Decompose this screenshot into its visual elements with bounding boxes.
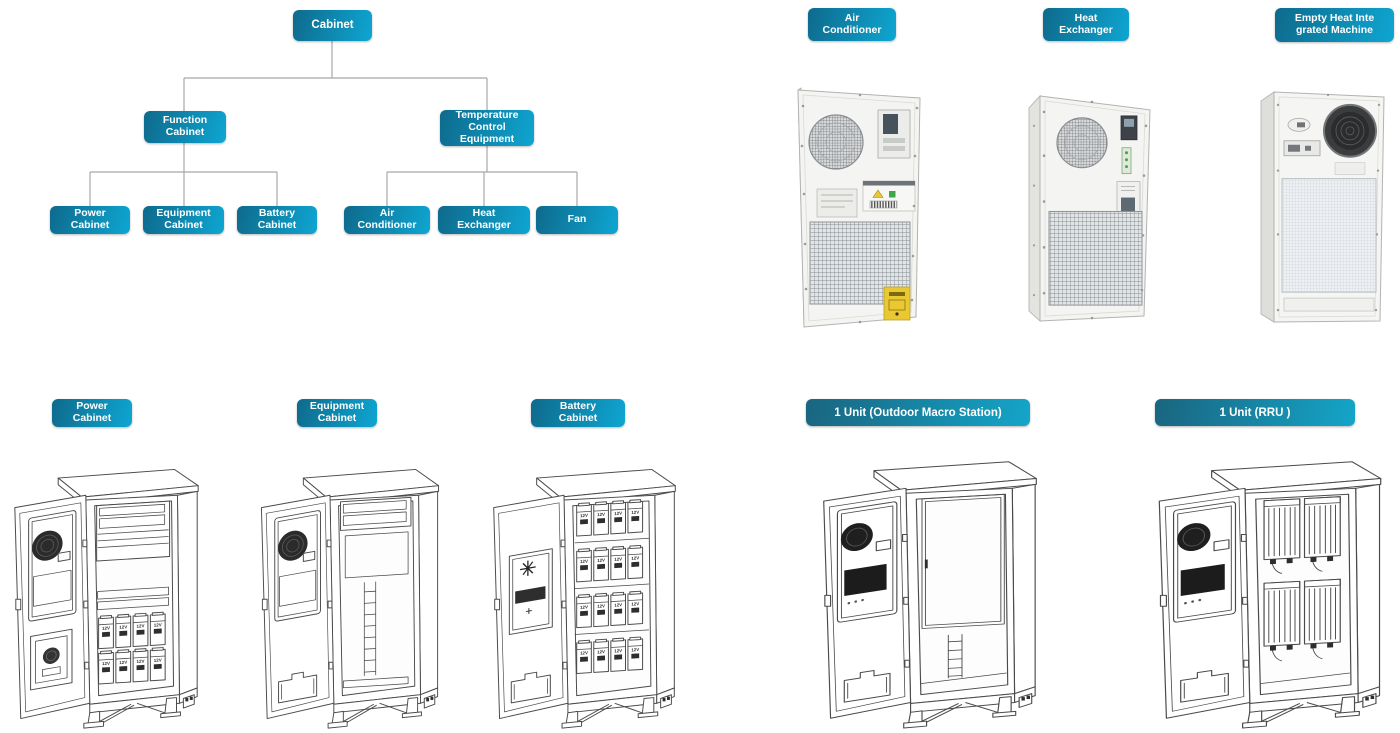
battery-label: 12V [580, 559, 588, 564]
bottom-vent-strip [1283, 297, 1375, 312]
rack-strip [97, 597, 169, 610]
equipment-cabinet-drawing [260, 468, 440, 729]
perforated-inner-door [921, 493, 1005, 629]
mid-vent-strip [862, 180, 916, 212]
rru-module [1303, 496, 1341, 572]
tree-node-cabinet: Cabinet [293, 10, 372, 41]
fan-grille-icon [1323, 103, 1377, 158]
battery-label: 12V [597, 558, 605, 563]
battery-label: 12V [614, 648, 622, 653]
battery-row: 12V 12V 12V 12V [576, 499, 644, 537]
battery-label: 12V [597, 603, 605, 608]
rru-cabinet-drawing [1158, 461, 1382, 729]
cabinet-interior [920, 493, 1007, 685]
connector-panel [1283, 140, 1321, 157]
rack-strip [97, 586, 169, 600]
heat-exchanger-product-image [1028, 94, 1151, 323]
battery-label: 12V [631, 647, 639, 652]
label-outdoor-macro-station-unit: 1 Unit (Outdoor Macro Station) [806, 399, 1030, 426]
battery-label: 12V [119, 660, 127, 665]
cable-ladder [363, 581, 377, 676]
terminal-strip [1121, 147, 1132, 175]
tree-node-equipment-cabinet: Equipment Cabinet [143, 206, 224, 234]
air-conditioner-product-image [797, 87, 921, 328]
bottom-air-grille [1048, 210, 1143, 306]
battery-label: 12V [102, 625, 110, 630]
battery-label: 12V [580, 513, 588, 518]
power-rack [96, 500, 171, 562]
tree-node-temperature-control: Temperature Control Equipment [440, 109, 534, 146]
battery-label: 12V [631, 555, 639, 560]
fan-grille-icon [1056, 117, 1108, 169]
tree-node-fan: Fan [536, 206, 618, 234]
label-air-conditioner: Air Conditioner [808, 8, 896, 41]
patch-panel [344, 531, 409, 579]
battery-label: 12V [580, 650, 588, 655]
cable-ladder [947, 634, 963, 679]
battery-label: 12V [119, 624, 127, 629]
rru-module [1303, 578, 1341, 660]
battery-row: 12V 12V 12V 12V [576, 544, 644, 583]
label-equipment-cabinet: Equipment Cabinet [297, 399, 377, 427]
panel-screws [1276, 93, 1381, 312]
cabinet-interior: 12V 12V 12V 12V 12V 12V 12V 12V 12V 12V … [574, 499, 649, 674]
battery-label: 12V [580, 604, 588, 609]
rru-module [1263, 580, 1301, 662]
tree-connectors [89, 41, 578, 206]
cabinet-interior [1260, 496, 1350, 685]
battery-row: 12V 12V 12V 12V [576, 636, 644, 674]
battery-label: 12V [154, 658, 162, 663]
battery-row: 12V 12V 12V 12V [98, 646, 166, 685]
battery-cabinet-drawing: 12V 12V 12V 12V 12V 12V 12V 12V 12V 12V … [493, 468, 676, 729]
warning-sticker [883, 286, 911, 321]
rru-module [1263, 498, 1301, 574]
battery-label: 12V [137, 623, 145, 628]
tree-node-function-cabinet: Function Cabinet [144, 111, 226, 143]
battery-label: 12V [137, 659, 145, 664]
tree-node-heat-exchanger: Heat Exchanger [438, 206, 530, 234]
rack-strip [342, 676, 409, 689]
status-indicator-icon [889, 191, 896, 198]
tree-node-power-cabinet: Power Cabinet [50, 206, 130, 234]
battery-label: 12V [102, 661, 110, 666]
warning-triangle-icon [872, 189, 884, 198]
panel-screws [800, 93, 919, 324]
control-panel [877, 109, 911, 159]
battery-label: 12V [614, 602, 622, 607]
label-battery-cabinet: Battery Cabinet [531, 399, 625, 427]
battery-label: 12V [614, 556, 622, 561]
front-mesh-grille [1281, 178, 1377, 293]
battery-label: 12V [597, 512, 605, 517]
cabinet-interior: 12V 12V 12V 12V 12V 12V 12V 12V [96, 500, 171, 685]
power-cabinet-drawing: 12V 12V 12V 12V 12V 12V 12V 12V [14, 468, 199, 729]
label-power-cabinet: Power Cabinet [52, 399, 132, 427]
outdoor-macro-station-cabinet-drawing [823, 461, 1037, 729]
empty-heat-integrated-machine-product-image [1260, 91, 1385, 323]
battery-label: 12V [597, 649, 605, 654]
name-plate-sticker [816, 188, 858, 218]
tree-node-battery-cabinet: Battery Cabinet [237, 206, 317, 234]
inner-door-handle [924, 559, 928, 569]
panel-screws [1032, 100, 1148, 320]
label-heat-exchanger: Heat Exchanger [1043, 8, 1129, 41]
battery-label: 12V [614, 511, 622, 516]
label-empty-heat-integrated-machine: Empty Heat Inte grated Machine [1275, 8, 1394, 42]
label-rru-unit: 1 Unit (RRU ) [1155, 399, 1355, 426]
battery-row: 12V 12V 12V 12V [576, 590, 644, 629]
door-contents [28, 509, 77, 691]
cabinet-interior [340, 496, 412, 689]
battery-label: 12V [631, 510, 639, 515]
tree-node-air-conditioner: Air Conditioner [344, 206, 430, 234]
indicator-oval [1287, 117, 1311, 132]
battery-label: 12V [631, 601, 639, 606]
fan-grille-icon [808, 114, 864, 170]
battery-row: 12V 12V 12V 12V [98, 611, 166, 650]
battery-label: 12V [154, 622, 162, 627]
